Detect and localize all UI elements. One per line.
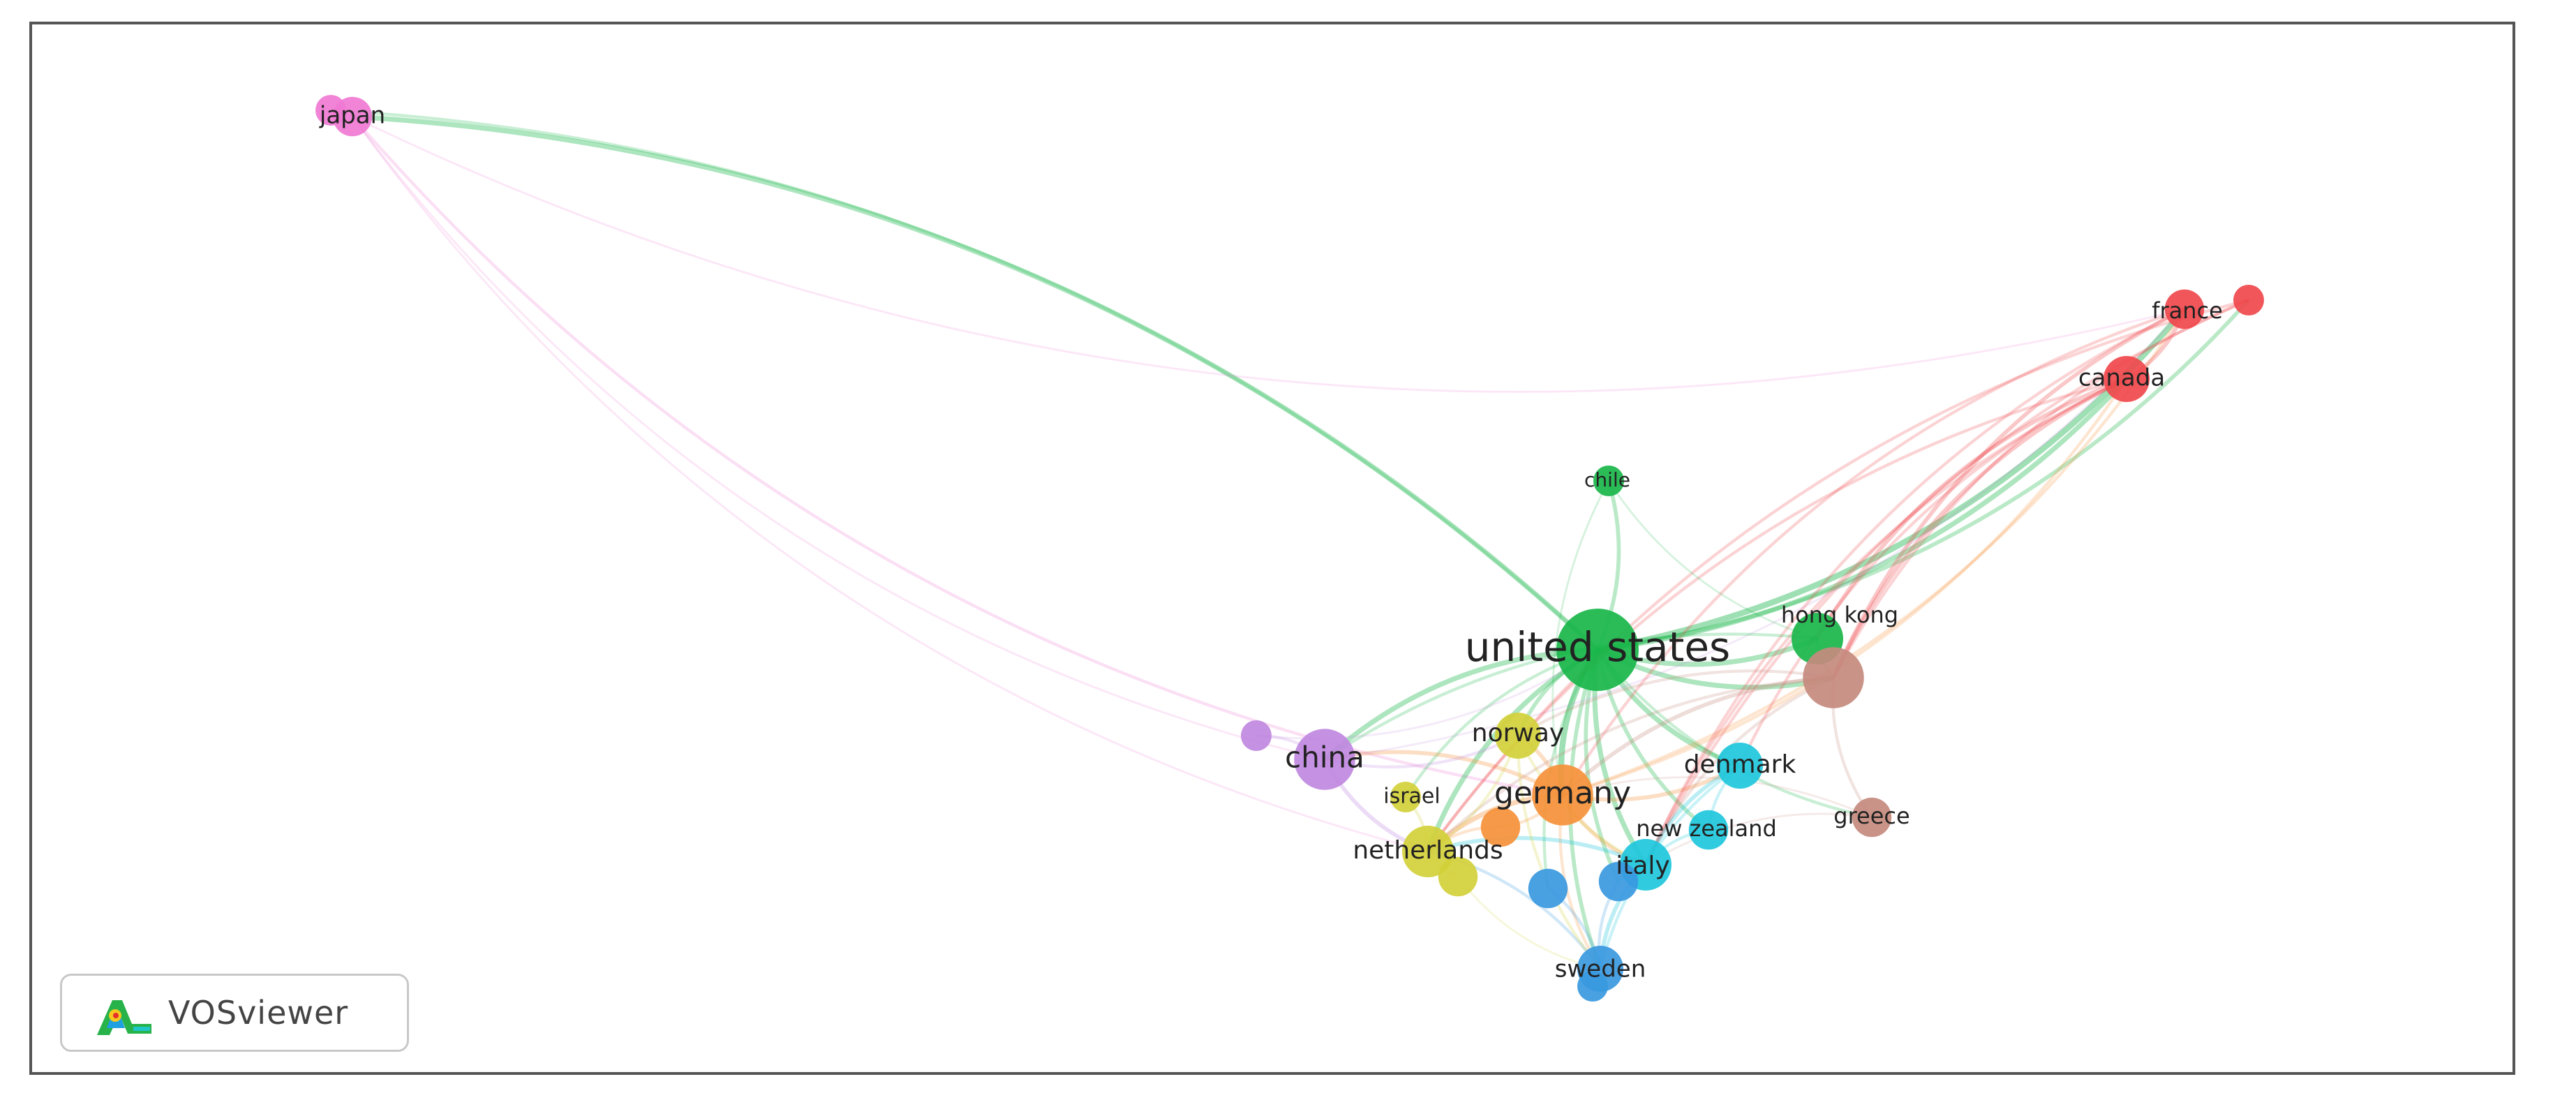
node-blue1[interactable] (1528, 868, 1568, 909)
label-chile: chile (1584, 468, 1630, 491)
link-japan-netherlands (351, 116, 1429, 853)
label-italy: italy (1616, 852, 1669, 880)
node-china[interactable] (1294, 729, 1355, 790)
link-germany-china (1324, 750, 1564, 797)
link-japan-france (352, 115, 2185, 393)
link-red2-italy (1644, 299, 2249, 865)
link-brown1-netherlands (1427, 676, 1834, 853)
link-france-brown1 (1831, 307, 2186, 679)
label-china: china (1285, 741, 1364, 775)
node-norway[interactable] (1495, 713, 1541, 759)
label-us: united states (1465, 623, 1730, 671)
link-chile-germany (1551, 480, 1610, 796)
label-japan: japan (319, 102, 385, 130)
link-germany-canada (1562, 378, 2128, 797)
link-chile-hongkong (1607, 480, 1818, 640)
label-germany: germany (1494, 775, 1631, 811)
link-france-italy (1644, 308, 2185, 865)
link-canada-italy (1644, 378, 2127, 865)
network-links (330, 108, 2251, 987)
node-yellow2[interactable] (1438, 856, 1478, 897)
node-newzealand[interactable] (1688, 810, 1729, 850)
link-china-france (1324, 308, 2186, 761)
node-blue3[interactable] (1577, 971, 1608, 1002)
link-us-canada (1597, 377, 2129, 653)
node-red2[interactable] (2233, 285, 2264, 315)
link-red2-brown1 (1832, 299, 2249, 679)
vosviewer-logo-icon (97, 1000, 151, 1035)
link-brown1-germany (1561, 676, 1834, 797)
vosviewer-brand-label: VOSviewer (168, 994, 349, 1032)
link-brown1-norway (1517, 669, 1834, 737)
vosviewer-badge[interactable]: VOSviewer (60, 974, 409, 1052)
label-newzealand: new zealand (1636, 815, 1777, 842)
label-canada: canada (2078, 364, 2165, 392)
link-canada-brown1 (1831, 377, 2128, 679)
node-france[interactable] (2164, 289, 2205, 329)
node-chile[interactable] (1593, 466, 1624, 496)
network-labels: japan france canada chile united states hong … (319, 102, 2223, 983)
link-japan-china (351, 116, 1325, 761)
node-brown1[interactable] (1803, 647, 1864, 708)
network-nodes (315, 95, 2264, 1002)
link-us-japan2 (330, 108, 1599, 651)
link-germany-france (1562, 308, 2186, 797)
node-israel[interactable] (1390, 782, 1421, 812)
node-blue2[interactable] (1598, 861, 1639, 902)
node-canada[interactable] (2104, 356, 2150, 402)
link-japan-germany (351, 115, 1563, 797)
label-norway: norway (1472, 719, 1564, 748)
link-norway-sweden (1516, 735, 1602, 970)
node-denmark[interactable] (1717, 743, 1763, 789)
link-us-japan (352, 114, 1600, 652)
link-france-germany (1561, 307, 2185, 796)
node-greece[interactable] (1852, 797, 1892, 838)
label-france: france (2152, 297, 2223, 324)
link-canada-denmark (1739, 378, 2127, 766)
label-greece: greece (1833, 803, 1909, 829)
link-canada-hongkong (1815, 377, 2127, 640)
label-netherlands: netherlands (1353, 836, 1503, 865)
node-germany[interactable] (1532, 764, 1593, 826)
link-us-china (1323, 647, 1598, 761)
label-sweden: sweden (1555, 956, 1646, 983)
node-purple2[interactable] (1241, 720, 1272, 751)
network-map-frame (29, 22, 2515, 1075)
link-italy-netherlands (1427, 835, 1647, 867)
label-israel: israel (1383, 785, 1440, 809)
node-us[interactable] (1556, 609, 1639, 691)
node-japan2[interactable] (315, 95, 346, 126)
link-greece-germany (1562, 776, 1873, 819)
node-netherlands[interactable] (1402, 826, 1454, 877)
link-us-red2 (1597, 299, 2251, 652)
label-hongkong: hong kong (1781, 602, 1898, 628)
link-greece-italy (1645, 812, 1873, 866)
node-orange2[interactable] (1480, 807, 1521, 847)
label-denmark: denmark (1684, 750, 1796, 779)
